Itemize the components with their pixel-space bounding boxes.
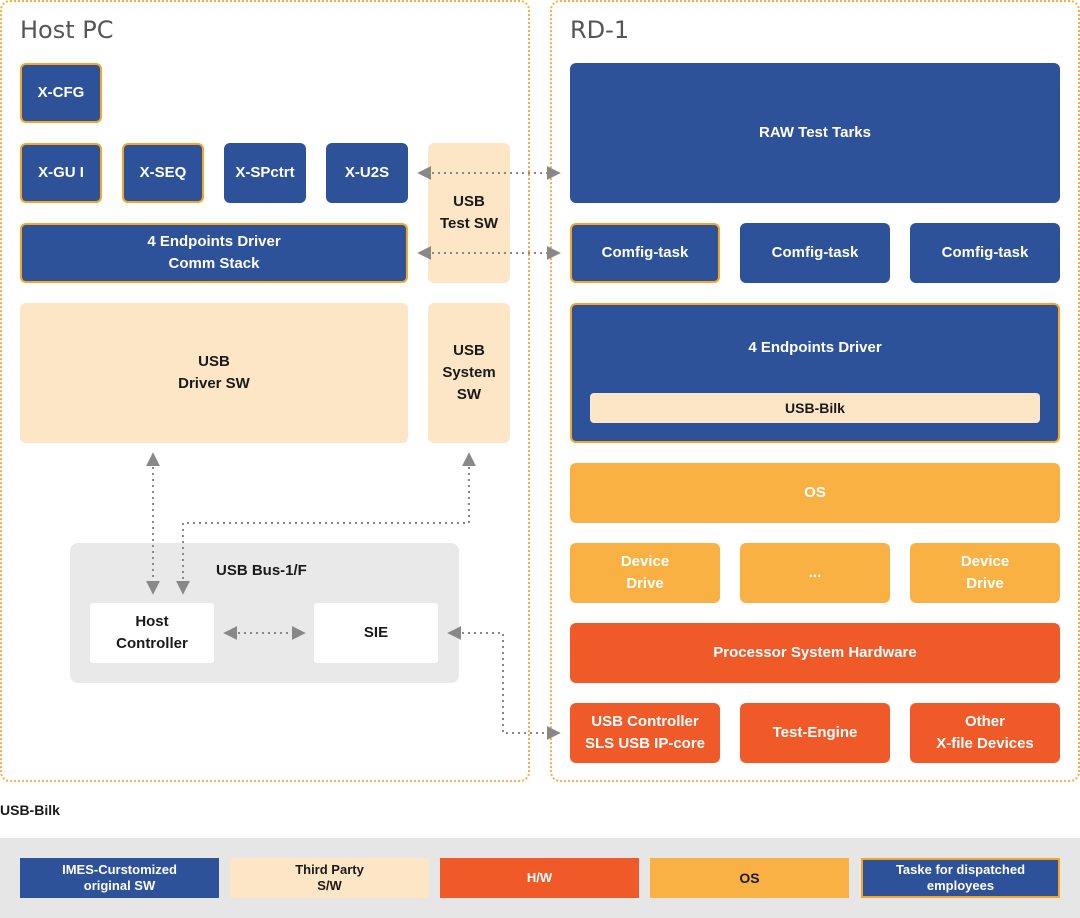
x-seq-box: X-SEQ (122, 143, 204, 203)
other-devices-box: Other X-file Devices (910, 703, 1060, 763)
host-pc-panel (0, 0, 530, 782)
config-task-box-3: Comfig-task (910, 223, 1060, 283)
connector-sie-to-usb-controller (447, 626, 561, 740)
device-drive-box-1: Device Drive (570, 543, 720, 603)
device-drive-box-2: Device Drive (910, 543, 1060, 603)
config-task-box-2: Comfig-task (740, 223, 890, 283)
legend-hw: H/W (440, 858, 639, 898)
x-cfg-box: X-CFG (20, 63, 102, 123)
caption-usb-bilk: USB-Bilk (0, 802, 60, 818)
x-u2s-box: X-U2S (326, 143, 408, 203)
rd1-title: RD-1 (570, 16, 630, 44)
usb-controller-box: USB Controller SLS USB IP-core (570, 703, 720, 763)
sie-box: SIE (314, 603, 438, 663)
host-controller-box: Host Controller (90, 603, 214, 663)
x-spctrt-box: X-SPctrt (224, 143, 306, 203)
host-pc-title: Host PC (20, 16, 114, 44)
raw-test-tasks-box: RAW Test Tarks (570, 63, 1060, 203)
x-gui-box: X-GU I (20, 143, 102, 203)
legend-third-party: Third Party S/W (230, 858, 429, 898)
usb-bilk-bar: USB-Bilk (590, 393, 1040, 423)
host-endpoints-driver-box: 4 Endpoints Driver Comm Stack (20, 223, 408, 283)
legend-imes-customized: IMES-Curstomized original SW (20, 858, 219, 898)
legend-os: OS (650, 858, 849, 898)
config-task-box-1: Comfig-task (570, 223, 720, 283)
usb-system-sw-box: USB System SW (428, 303, 510, 443)
test-engine-box: Test-Engine (740, 703, 890, 763)
rd1-panel (550, 0, 1080, 782)
device-drive-ellipsis-box: ... (740, 543, 890, 603)
connector-system-sw-to-host-controller (176, 452, 476, 595)
usb-driver-sw-box: USB Driver SW (20, 303, 408, 443)
processor-system-hardware-box: Processor System Hardware (570, 623, 1060, 683)
legend-dispatched-tasks: Taske for dispatched employees (861, 858, 1060, 898)
os-box: OS (570, 463, 1060, 523)
rd1-endpoints-driver-label: 4 Endpoints Driver (748, 339, 882, 356)
